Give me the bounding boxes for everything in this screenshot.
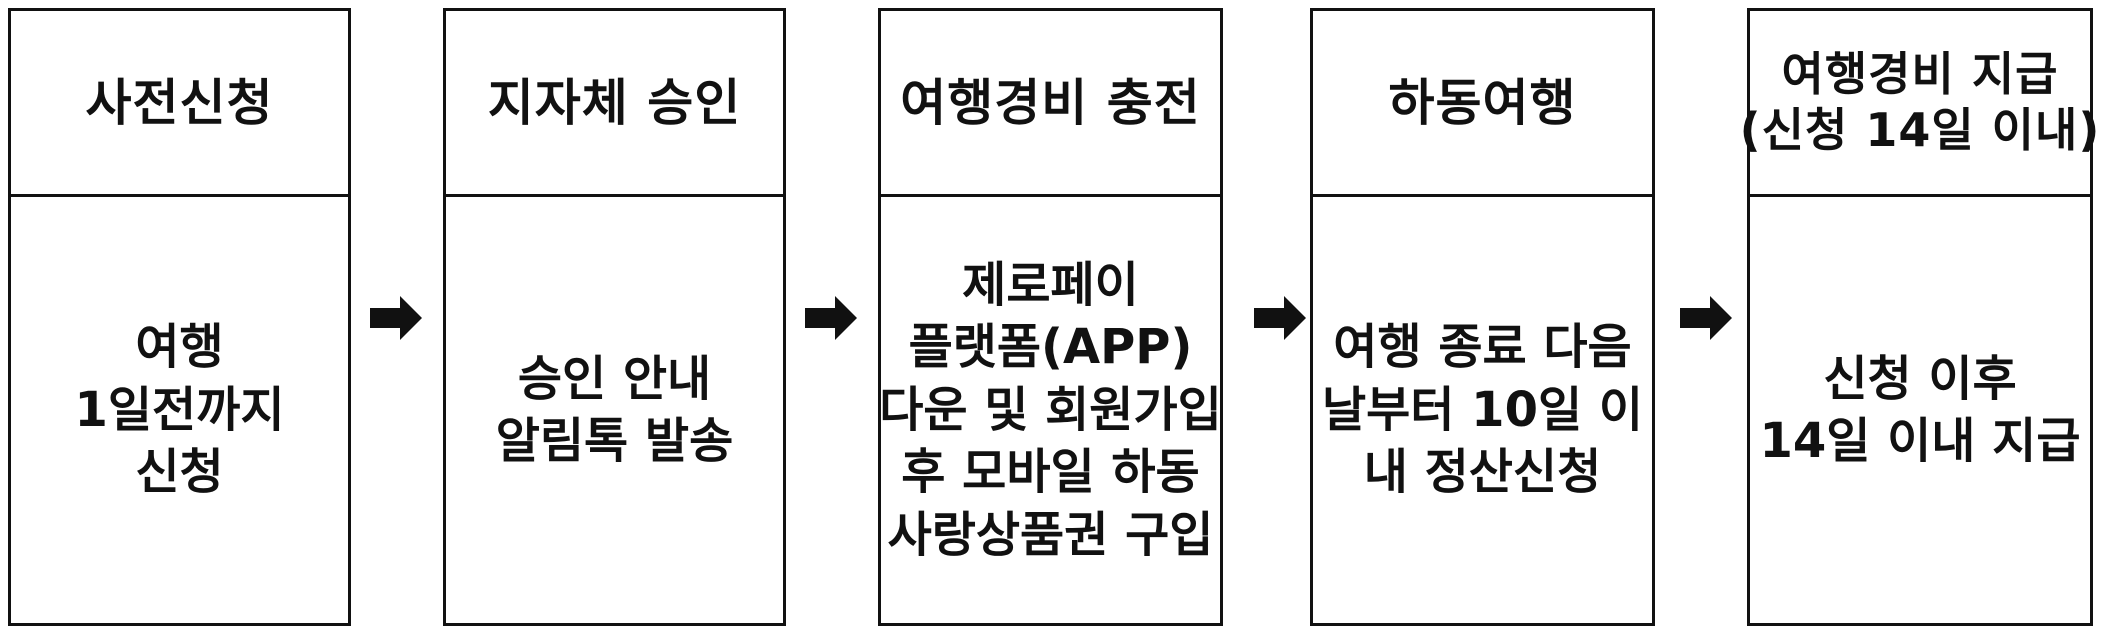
step-box-1: 사전신청 여행 1일전까지 신청: [8, 8, 351, 626]
step-title-line: (신청 14일 이내): [1739, 102, 2101, 157]
step-body-line: 내 정산신청: [1363, 444, 1602, 501]
step-title-line: 지자체 승인: [487, 73, 742, 132]
step-body-3: 제로페이 플랫폼(APP) 다운 및 회원가입 후 모바일 하동 사랑상품권 구…: [879, 197, 1222, 623]
step-title-line: 여행경비 충전: [900, 73, 1201, 132]
step-body-line: 날부터 10일 이: [1321, 381, 1644, 438]
step-body-line: 사랑상품권 구입: [887, 506, 1214, 563]
step-body-line: 신청: [135, 444, 224, 501]
step-body-line: 제로페이: [962, 257, 1139, 314]
step-title-line: 하동여행: [1388, 73, 1577, 132]
step-body-2: 승인 안내 알림톡 발송: [446, 197, 783, 623]
step-body-line: 다운 및 회원가입: [879, 381, 1222, 438]
step-body-line: 플랫폼(APP): [908, 319, 1193, 376]
step-body-1: 여행 1일전까지 신청: [11, 197, 348, 623]
step-box-3: 여행경비 충전 제로페이 플랫폼(APP) 다운 및 회원가입 후 모바일 하동…: [878, 8, 1223, 626]
step-title-line: 사전신청: [85, 73, 274, 132]
step-body-line: 신청 이후: [1823, 350, 2017, 407]
step-body-line: 14일 이내 지급: [1759, 413, 2081, 469]
step-body-4: 여행 종료 다음 날부터 10일 이 내 정산신청: [1313, 197, 1652, 623]
step-body-line: 여행: [135, 319, 224, 376]
step-body-line: 1일전까지: [74, 381, 285, 438]
step-box-4: 하동여행 여행 종료 다음 날부터 10일 이 내 정산신청: [1310, 8, 1655, 626]
step-body-line: 여행 종료 다음: [1333, 319, 1632, 376]
step-title-4: 하동여행: [1313, 11, 1652, 197]
right-arrow-icon: [1254, 296, 1306, 340]
step-title-3: 여행경비 충전: [881, 11, 1220, 197]
step-title-5: 여행경비 지급 (신청 14일 이내): [1740, 11, 2099, 197]
step-box-2: 지자체 승인 승인 안내 알림톡 발송: [443, 8, 786, 626]
right-arrow-icon: [805, 296, 857, 340]
right-arrow-icon: [370, 296, 422, 340]
step-title-line: 여행경비 지급: [1781, 47, 2059, 102]
step-body-line: 승인 안내: [517, 350, 712, 407]
step-body-line: 후 모바일 하동: [901, 444, 1200, 501]
step-body-line: 알림톡 발송: [495, 413, 734, 469]
right-arrow-icon: [1680, 296, 1732, 340]
step-body-5: 신청 이후 14일 이내 지급: [1750, 197, 2090, 623]
step-box-5: 여행경비 지급 (신청 14일 이내) 신청 이후 14일 이내 지급: [1740, 8, 2099, 626]
step-title-2: 지자체 승인: [446, 11, 783, 197]
step-title-1: 사전신청: [11, 11, 348, 197]
